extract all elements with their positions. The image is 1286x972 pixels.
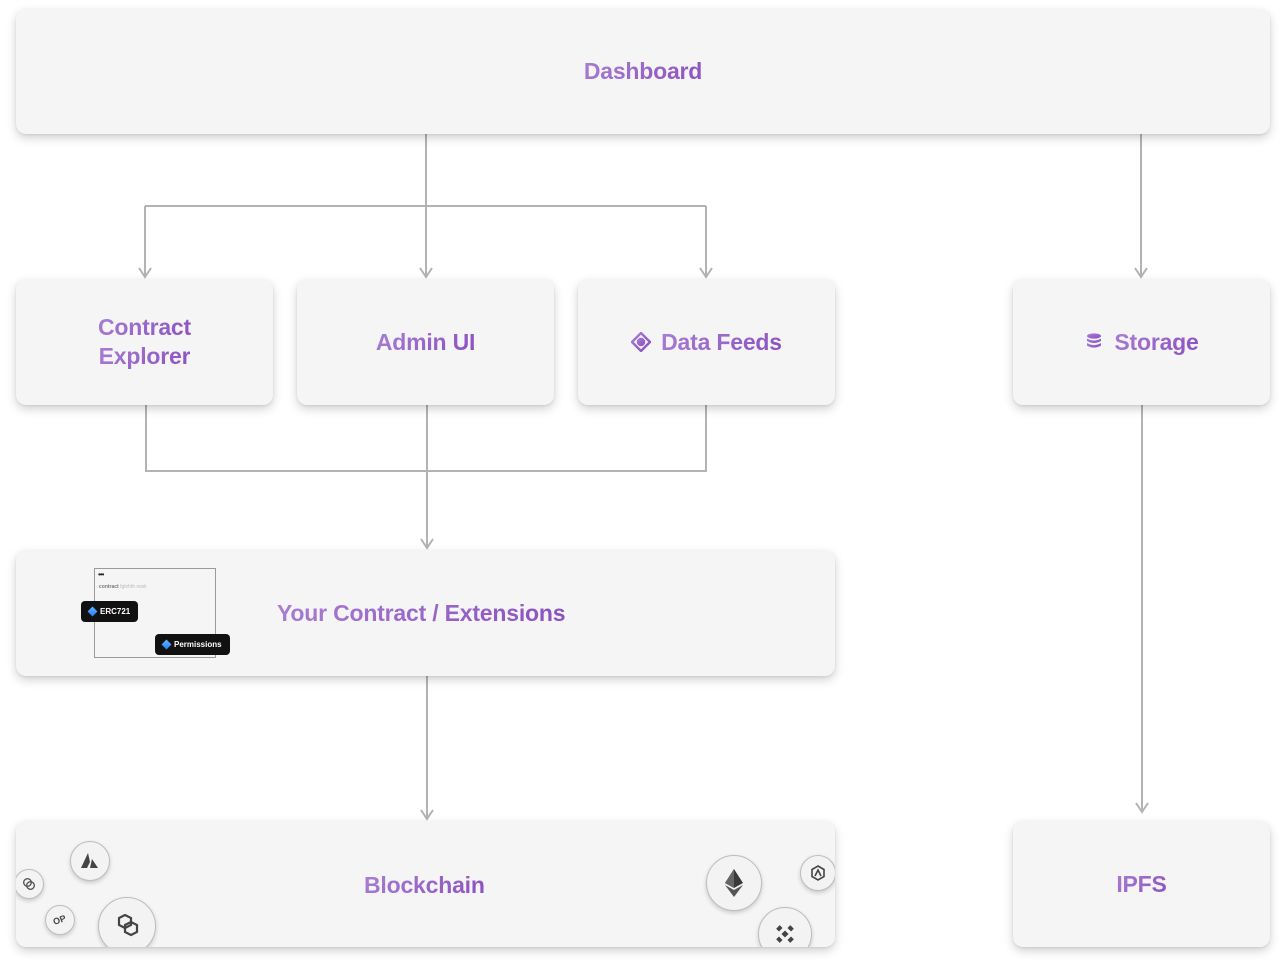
storage-label: Storage — [1114, 328, 1199, 355]
binance-icon — [758, 907, 812, 947]
permissions-pill: Permissions — [155, 634, 230, 655]
blockchain-label: Blockchain — [364, 872, 485, 898]
erc721-pill: ERC721 — [81, 601, 139, 622]
polygon-icon — [98, 897, 156, 947]
contract-preview-caption: contract fgiirhth rwsk — [99, 584, 147, 590]
your-contract-box: ••• contract fgiirhth rwsk ERC721 Permis… — [16, 550, 835, 676]
arbitrum-icon — [800, 855, 835, 891]
window-dots-icon: ••• — [98, 570, 104, 579]
connector-merge — [145, 405, 707, 472]
your-contract-label: Your Contract / Extensions — [277, 600, 566, 626]
ethereum-icon — [706, 855, 762, 911]
admin-ui-label: Admin UI — [375, 328, 476, 355]
ipfs-box: IPFS — [1013, 821, 1270, 947]
data-feeds-icon — [631, 332, 652, 352]
contract-explorer-box: Contract Explorer — [16, 279, 273, 405]
admin-ui-box: Admin UI — [297, 279, 554, 405]
permissions-pill-label: Permissions — [174, 640, 222, 649]
contract-preview-caption-main: contract — [99, 584, 119, 590]
blockchain-box: Blockchain OP — [16, 821, 835, 947]
diamond-icon — [161, 639, 172, 650]
contract-preview-caption-sub: fgiirhth rwsk — [120, 584, 147, 590]
avalanche-icon — [70, 841, 110, 881]
data-feeds-label: Data Feeds — [661, 328, 782, 355]
ipfs-label: IPFS — [1116, 870, 1167, 897]
contract-explorer-label-line2: Explorer — [98, 343, 191, 369]
optimism-icon: OP — [45, 905, 75, 935]
database-icon — [1087, 333, 1102, 348]
celo-icon — [16, 869, 44, 899]
dashboard-box: Dashboard — [16, 9, 1270, 134]
erc721-pill-label: ERC721 — [100, 607, 131, 616]
dashboard-label: Dashboard — [583, 58, 703, 84]
contract-explorer-label-line1: Contract — [98, 314, 191, 340]
storage-box: Storage — [1013, 279, 1270, 405]
diamond-icon — [87, 606, 98, 617]
data-feeds-box: Data Feeds — [578, 279, 835, 405]
